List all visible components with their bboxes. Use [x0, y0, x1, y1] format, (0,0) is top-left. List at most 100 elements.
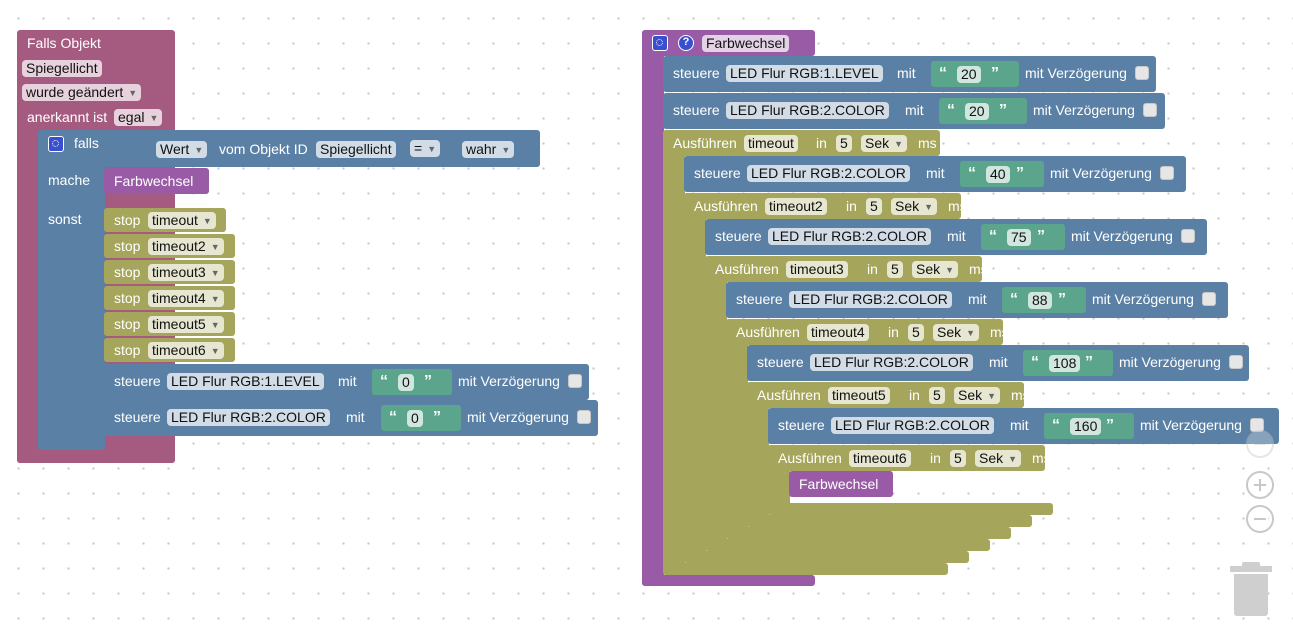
compare-dropdown[interactable]: wahr▼: [462, 141, 515, 158]
call-procedure-block[interactable]: Farbwechsel: [789, 471, 893, 497]
trigger-dropdown[interactable]: wurde geändert▼: [22, 84, 142, 101]
text-value-field[interactable]: 0: [407, 410, 423, 427]
text-value-block[interactable]: “ 0 ”: [372, 369, 452, 395]
text-value-block[interactable]: “88”: [1002, 287, 1086, 313]
value-dropdown[interactable]: Wert▼: [156, 141, 208, 158]
text-value-field[interactable]: 0: [398, 374, 414, 391]
amount-field[interactable]: 5: [836, 135, 852, 152]
text-value-block[interactable]: “40”: [960, 161, 1044, 187]
procedure-block[interactable]: [642, 30, 664, 586]
text-value-block[interactable]: “108”: [1023, 350, 1113, 376]
control-target-field[interactable]: LED Flur RGB:2.COLOR: [726, 102, 889, 119]
delay-checkbox[interactable]: [1143, 103, 1157, 117]
zoom-reset-icon[interactable]: [1246, 430, 1274, 458]
delay-checkbox[interactable]: [1181, 229, 1195, 243]
amount-field[interactable]: 5: [887, 261, 903, 278]
timeout-name-field[interactable]: timeout: [744, 135, 798, 152]
call-procedure-block[interactable]: Farbwechsel: [104, 168, 209, 194]
timeout-name-field[interactable]: timeout2: [765, 198, 827, 215]
delay-checkbox[interactable]: [568, 374, 582, 388]
text-value-field[interactable]: 20: [965, 103, 989, 120]
trash-icon[interactable]: [1230, 562, 1272, 616]
text-value-field[interactable]: 88: [1028, 292, 1052, 309]
control-block[interactable]: steuere LED Flur RGB:2.COLOR mit “ 0 ” m…: [104, 400, 598, 436]
delay-checkbox[interactable]: [1202, 292, 1216, 306]
timeout-name-field[interactable]: timeout6: [849, 450, 911, 467]
text-value-field[interactable]: 20: [957, 66, 981, 83]
unit-dropdown[interactable]: Sek▼: [861, 135, 908, 152]
operator-dropdown[interactable]: =▼: [410, 140, 441, 157]
unit-dropdown[interactable]: Sek▼: [891, 198, 938, 215]
text-value-field[interactable]: 108: [1049, 355, 1081, 372]
delay-checkbox[interactable]: [1229, 355, 1243, 369]
control-block[interactable]: steuere LED Flur RGB:1.LEVEL mit “ 0 ” m…: [104, 364, 589, 400]
control-target-field[interactable]: LED Flur RGB:2.COLOR: [768, 228, 931, 245]
if-condition-row[interactable]: falls Wert▼ vom Objekt ID Spiegellicht =…: [38, 130, 540, 167]
timeout-dropdown[interactable]: timeout3▼: [148, 264, 224, 281]
unit-dropdown[interactable]: Sek▼: [912, 261, 959, 278]
if-else-block[interactable]: [38, 130, 105, 450]
procedure-header[interactable]: ? Farbwechsel: [642, 30, 815, 56]
unit-dropdown[interactable]: Sek▼: [975, 450, 1022, 467]
control-target-field[interactable]: LED Flur RGB:1.LEVEL: [167, 373, 324, 390]
text-value-block[interactable]: “75”: [981, 224, 1065, 250]
amount-field[interactable]: 5: [950, 450, 966, 467]
timeout-dropdown[interactable]: timeout5▼: [148, 316, 224, 333]
amount-field[interactable]: 5: [929, 387, 945, 404]
delay-checkbox[interactable]: [1135, 66, 1149, 80]
timeout-dropdown[interactable]: timeout6▼: [148, 342, 224, 359]
timeout-dropdown[interactable]: timeout2▼: [148, 238, 224, 255]
unit-dropdown[interactable]: Sek▼: [954, 387, 1001, 404]
text-value-field[interactable]: 160: [1070, 418, 1102, 435]
zoom-out-icon[interactable]: [1246, 505, 1274, 533]
text-value-block[interactable]: “20”: [939, 98, 1027, 124]
control-target-field[interactable]: LED Flur RGB:2.COLOR: [831, 417, 994, 434]
text-value-block[interactable]: “ 0 ”: [381, 405, 461, 431]
procedure-name-field[interactable]: Farbwechsel: [702, 35, 790, 52]
timeout-name-field[interactable]: timeout3: [786, 261, 848, 278]
timeout-name-field[interactable]: timeout4: [807, 324, 869, 341]
text-value-field[interactable]: 40: [986, 166, 1010, 183]
control-target-field[interactable]: LED Flur RGB:2.COLOR: [789, 291, 952, 308]
control-target-field[interactable]: LED Flur RGB:2.COLOR: [810, 354, 973, 371]
unit-dropdown[interactable]: Sek▼: [933, 324, 980, 341]
object-id-field[interactable]: Spiegellicht: [22, 60, 102, 77]
ack-dropdown[interactable]: egal▼: [114, 109, 163, 126]
text-value-block[interactable]: “20”: [931, 61, 1019, 87]
condition-object-field[interactable]: Spiegellicht: [316, 141, 396, 158]
amount-field[interactable]: 5: [908, 324, 924, 341]
amount-field[interactable]: 5: [866, 198, 882, 215]
control-target-field[interactable]: LED Flur RGB:2.COLOR: [747, 165, 910, 182]
timeout-dropdown[interactable]: timeout4▼: [148, 290, 224, 307]
timeout-name-field[interactable]: timeout5: [828, 387, 890, 404]
help-icon[interactable]: ?: [678, 35, 694, 51]
gear-icon[interactable]: [652, 35, 668, 51]
control-target-field[interactable]: LED Flur RGB:2.COLOR: [167, 409, 330, 426]
text-value-block[interactable]: “160”: [1044, 413, 1134, 439]
timeout-dropdown[interactable]: timeout▼: [148, 212, 216, 229]
delay-checkbox[interactable]: [577, 410, 591, 424]
text-value-field[interactable]: 75: [1007, 229, 1031, 246]
control-target-field[interactable]: LED Flur RGB:1.LEVEL: [726, 65, 883, 82]
zoom-in-icon[interactable]: [1246, 471, 1274, 499]
delay-checkbox[interactable]: [1160, 166, 1174, 180]
